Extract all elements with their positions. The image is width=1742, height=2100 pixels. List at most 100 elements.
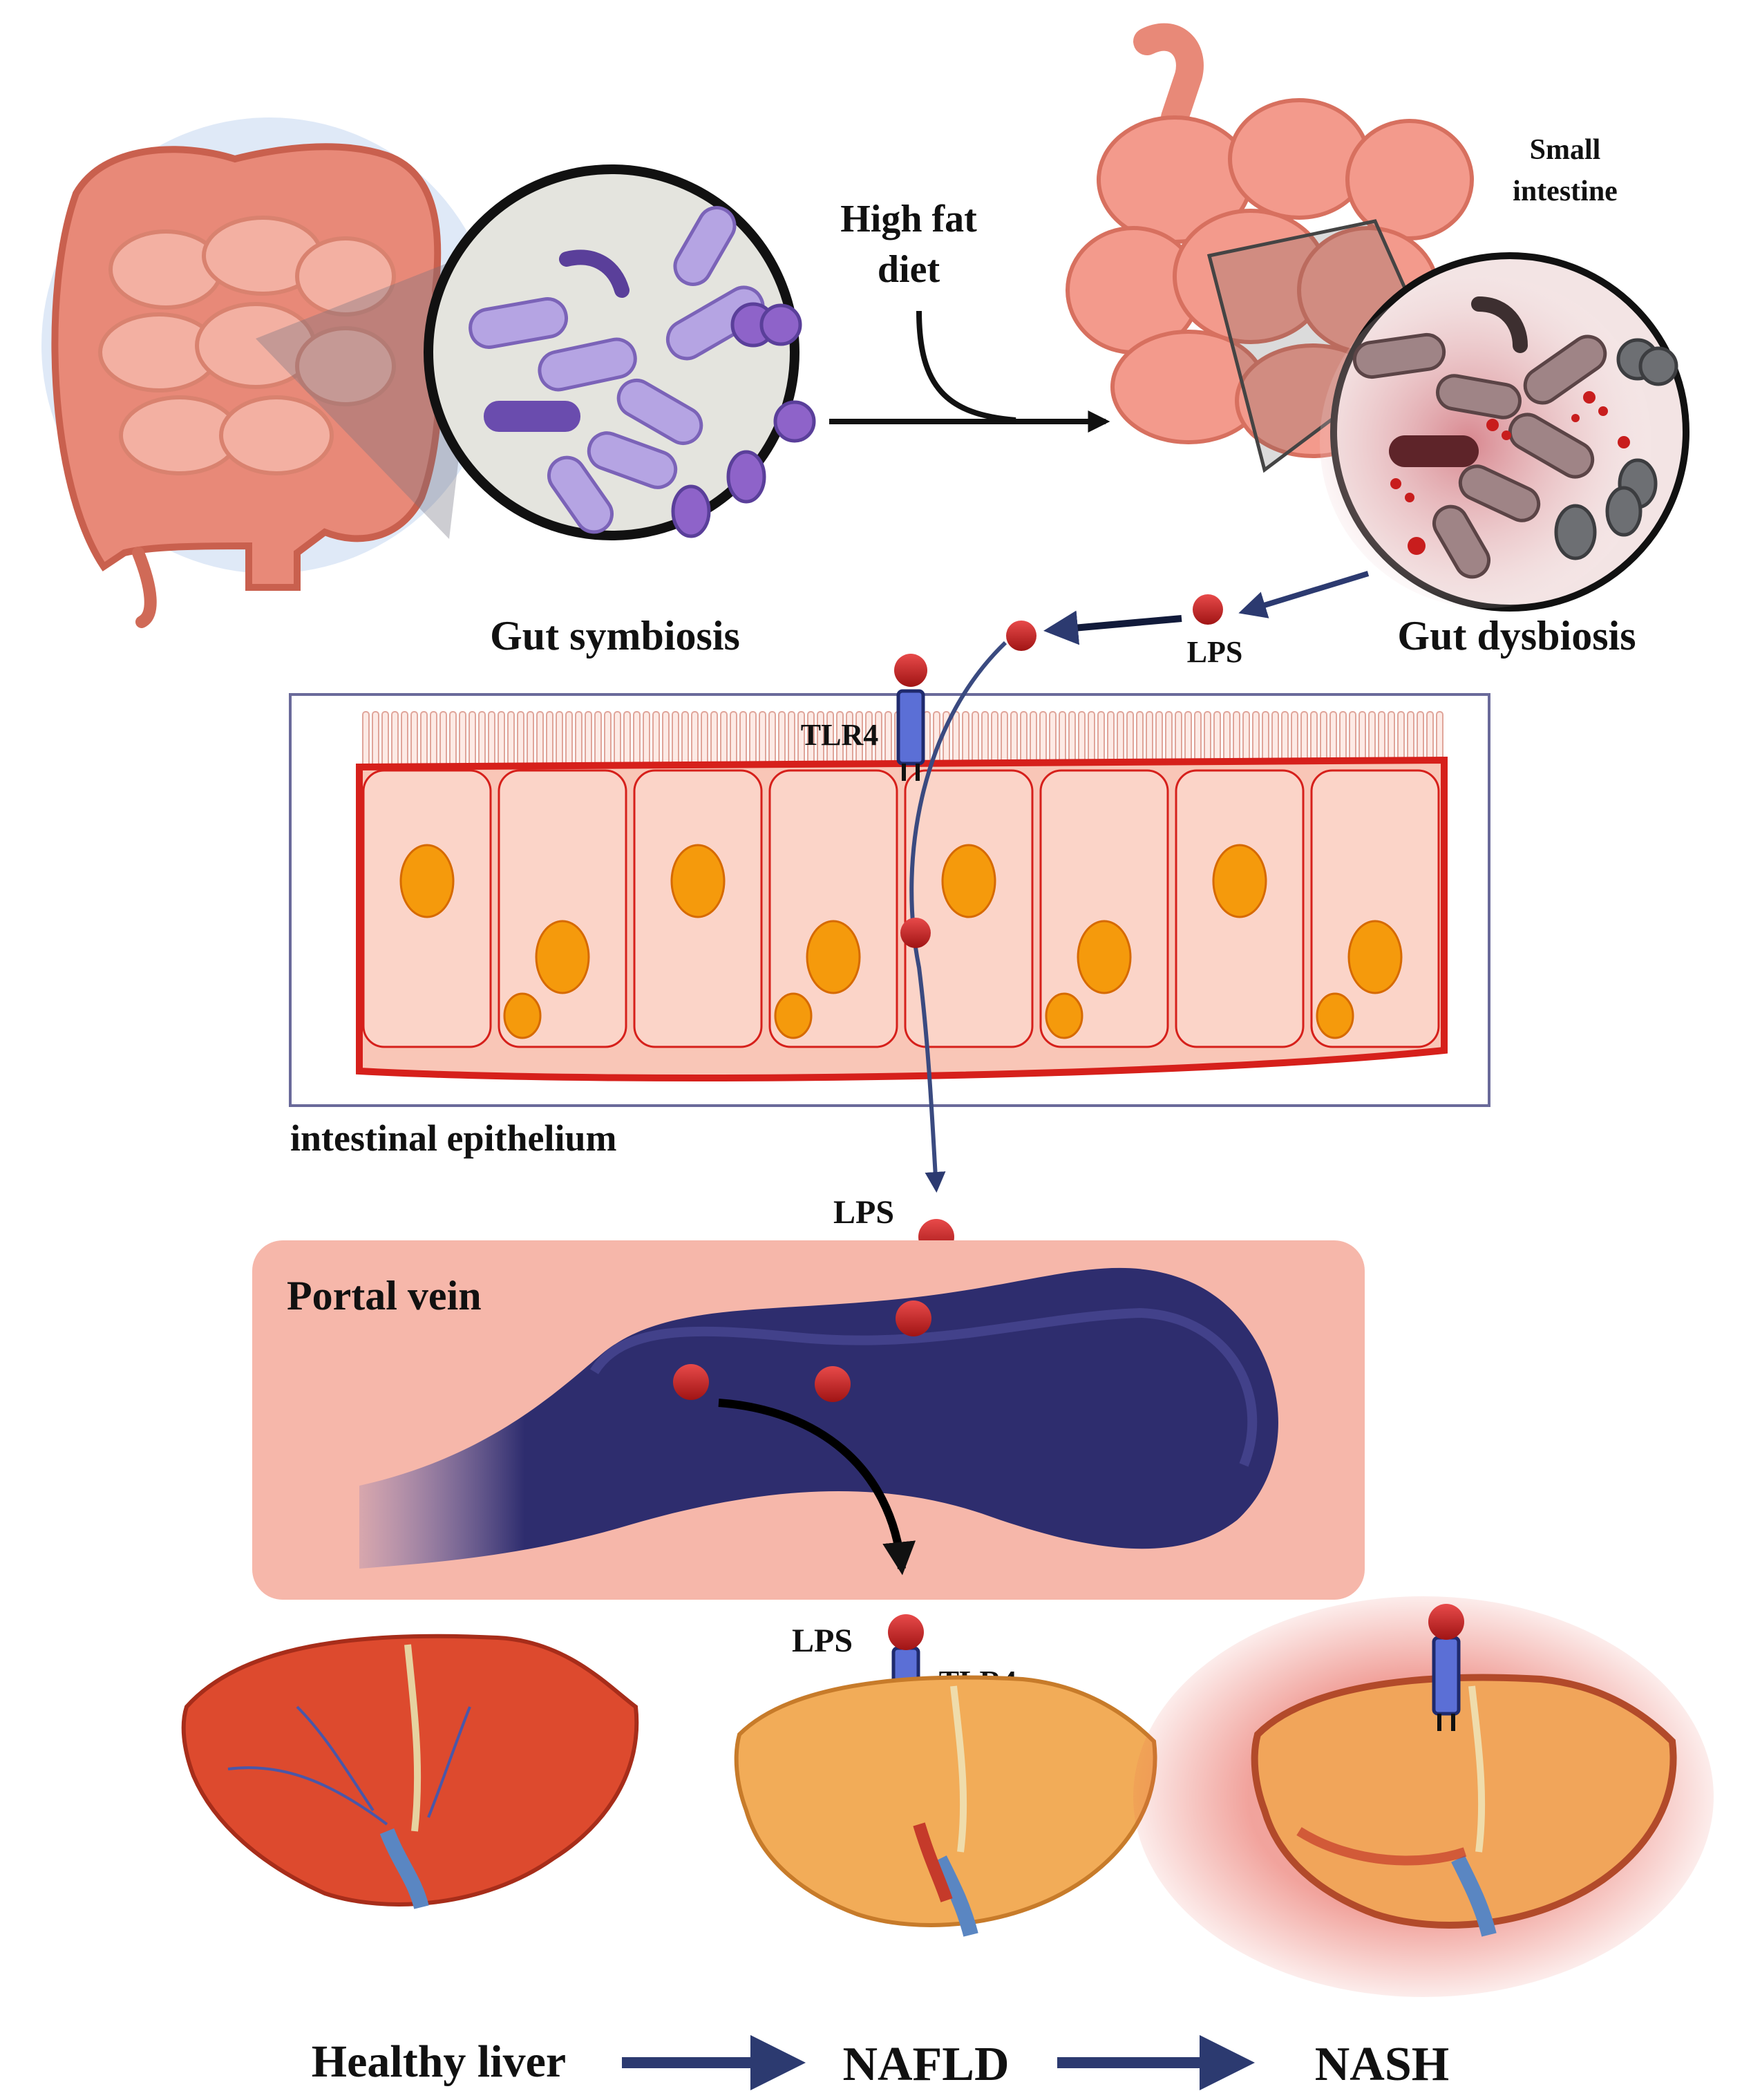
high-fat-diet-label-line2: diet <box>878 248 940 291</box>
portal-vein-label: Portal vein <box>287 1273 482 1318</box>
cell-nucleus <box>1316 992 1354 1039</box>
microvillus <box>536 711 544 768</box>
microvillus <box>652 711 660 768</box>
epithelial-cell <box>1310 769 1440 1048</box>
microvillus <box>614 711 621 768</box>
diet-curve-arrow <box>916 310 1016 423</box>
small-intestine-coils-icon <box>98 216 396 475</box>
cell-nucleus <box>1045 992 1083 1039</box>
rod-bacterium-icon <box>1471 296 1528 353</box>
microvillus <box>1059 711 1066 768</box>
microvillus <box>623 711 631 768</box>
lps-molecule-icon <box>896 1300 931 1336</box>
microvillus <box>449 711 457 768</box>
debris-icons <box>1390 391 1630 555</box>
portal-vein-illustration <box>359 1267 1278 1569</box>
rod-bacterium-icon <box>484 401 580 432</box>
epithelial-cell <box>1039 769 1169 1048</box>
nash-label: NASH <box>1315 2038 1449 2091</box>
gut-dysbiosis-label: Gut dysbiosis <box>1397 613 1636 659</box>
lps-release-arrow <box>1238 571 1370 618</box>
microvilli <box>362 711 1443 768</box>
dysbiotic-bacteria-icons <box>1352 332 1607 579</box>
microvillus <box>604 711 612 768</box>
lps-molecule-icon <box>673 1364 709 1400</box>
microvillus <box>362 711 370 768</box>
microvillus <box>681 711 689 768</box>
lps-molecule-icon <box>815 1366 851 1402</box>
lps-molecule-icon <box>900 918 931 948</box>
microvillus <box>565 711 573 768</box>
microvillus <box>749 711 757 768</box>
lps-label-top: LPS <box>1187 635 1243 669</box>
nash-liver-icon <box>1133 1596 1714 1997</box>
cell-nucleus <box>535 920 590 994</box>
microvillus <box>720 711 728 768</box>
microvillus <box>1010 711 1018 768</box>
healthy-bacteria-icons <box>468 206 765 534</box>
microvillus <box>401 711 408 768</box>
appendix-icon <box>132 547 157 628</box>
microvillus <box>517 711 524 768</box>
microvillus <box>468 711 476 768</box>
microvillus <box>710 711 718 768</box>
rod-bacterium-icon <box>559 249 629 298</box>
intestinal-epithelium-label: intestinal epithelium <box>290 1117 617 1159</box>
cell-nucleus <box>1212 844 1267 918</box>
microvillus <box>759 711 766 768</box>
microvillus <box>498 711 505 768</box>
microvillus <box>981 711 989 768</box>
microvillus <box>381 711 389 768</box>
lps-transport-arrow <box>1043 610 1182 645</box>
small-intestine-label-line2: intestine <box>1513 176 1618 207</box>
microvillus <box>478 711 486 768</box>
microvillus <box>730 711 737 768</box>
microvillus <box>739 711 747 768</box>
lps-molecule-icon <box>1006 621 1036 651</box>
microvillus <box>459 711 466 768</box>
microvillus <box>1039 711 1047 768</box>
microvillus <box>972 711 979 768</box>
microvillus <box>1068 711 1076 768</box>
epithelium-frame <box>289 693 1490 1107</box>
microvillus <box>1107 711 1115 768</box>
cell-nucleus <box>1077 920 1132 994</box>
microvillus <box>691 711 699 768</box>
microvillus <box>643 711 650 768</box>
microvillus <box>991 711 998 768</box>
healthy-liver-icon <box>181 1634 639 1909</box>
microvillus <box>1001 711 1008 768</box>
microvillus <box>575 711 583 768</box>
gut-symbiosis-label: Gut symbiosis <box>490 613 740 659</box>
lps-molecule-icon <box>1193 594 1223 625</box>
tlr4-label-epithelium: TLR4 <box>801 718 878 752</box>
cell-nucleus <box>1347 920 1403 994</box>
microvillus <box>585 711 592 768</box>
microvillus <box>1030 711 1037 768</box>
intestinal-epithelium-illustration <box>356 711 1448 1081</box>
epithelial-cell <box>768 769 898 1048</box>
microvillus <box>1020 711 1028 768</box>
microvillus <box>507 711 515 768</box>
coccus-bacteria-icons <box>1554 338 1678 560</box>
microvillus <box>701 711 708 768</box>
high-fat-diet-label-line1: High fat <box>840 198 977 240</box>
microvillus <box>527 711 534 768</box>
microvillus <box>1088 711 1095 768</box>
microvillus <box>1078 711 1086 768</box>
lps-label-below-epithelium: LPS <box>833 1194 894 1231</box>
microvillus <box>391 711 399 768</box>
microvillus <box>1097 711 1105 768</box>
microvillus <box>372 711 379 768</box>
cell-nucleus <box>503 992 542 1039</box>
lps-flow-arrow <box>718 1399 916 1576</box>
tlr4-receptor-icon <box>1428 1604 1464 1731</box>
rod-bacterium-icon <box>1389 435 1479 467</box>
cell-nucleus <box>670 844 726 918</box>
small-intestine-label-line1: Small <box>1530 134 1601 166</box>
cell-nucleus <box>774 992 813 1039</box>
epithelium-basement <box>356 756 1448 1081</box>
microvillus <box>556 711 563 768</box>
microvillus <box>430 711 437 768</box>
